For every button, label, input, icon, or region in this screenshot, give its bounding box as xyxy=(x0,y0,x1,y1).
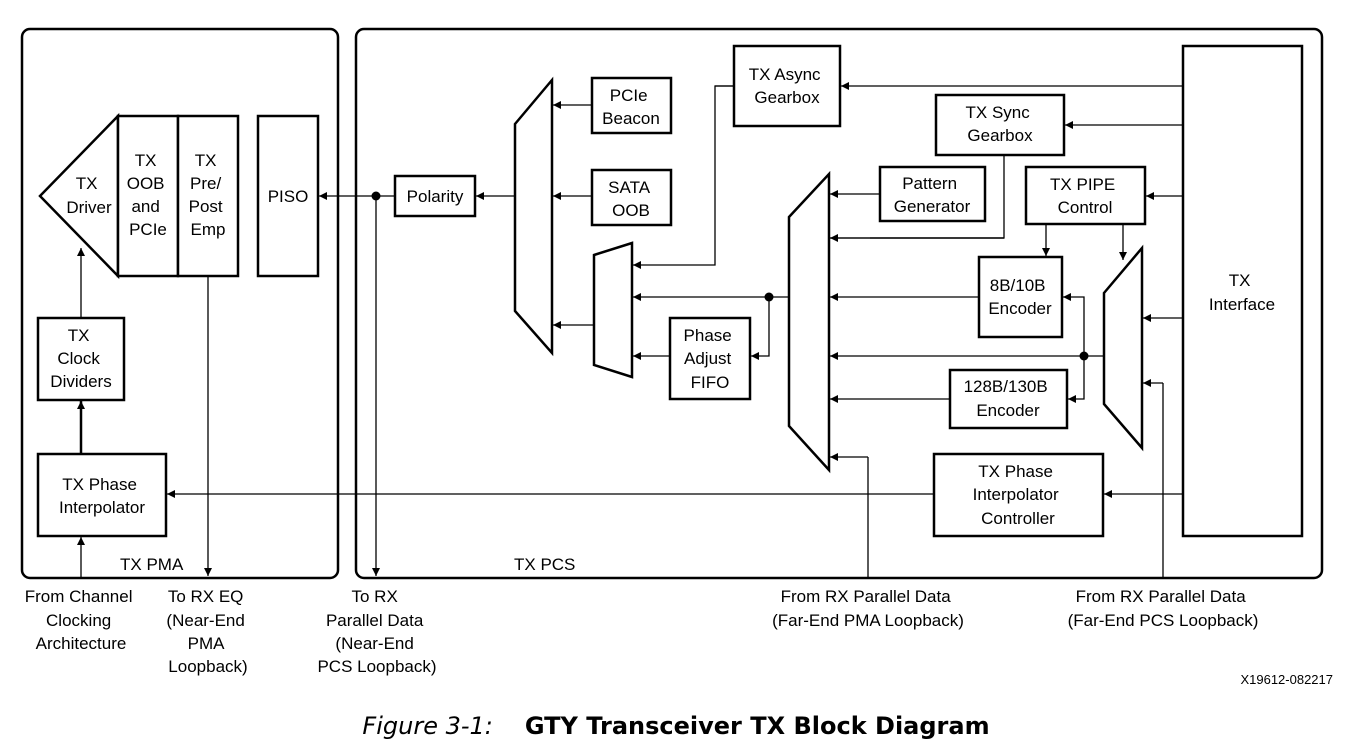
encoder-128b130b-label: 128B/130B Encoder xyxy=(964,377,1053,420)
tx-pipe-control-label: TX PIPE Control xyxy=(1050,175,1120,217)
tx-pre-post-emp-label: TX Pre/ Post Emp xyxy=(189,151,228,239)
tx-driver-block xyxy=(38,112,120,280)
tx-pi-controller-label: TX Phase Interpolator Controller xyxy=(973,462,1064,528)
tx-interface-label: TX Interface xyxy=(1209,271,1275,314)
to-rx-parallel-data-label: To RX Parallel Data (Near-End PCS Loopba… xyxy=(317,587,436,676)
tx-clock-dividers-label: TX Clock Dividers xyxy=(50,326,111,391)
polarity-block xyxy=(393,174,477,218)
from-channel-clocking-label: From Channel Clocking Architecture xyxy=(25,587,137,653)
figure-label: Figure 3-1: xyxy=(362,712,493,740)
piso-block xyxy=(256,114,320,278)
tx-clock-dividers-block xyxy=(36,316,126,402)
pma-frame xyxy=(20,27,340,580)
encoder-8b10b-block xyxy=(977,255,1064,339)
figure-title: GTY Transceiver TX Block Diagram xyxy=(524,712,990,740)
tx-phase-interpolator-block xyxy=(36,452,168,538)
piso-label: PISO xyxy=(268,187,309,206)
pcs-frame xyxy=(354,27,1324,580)
tx-pre-post-emp-block xyxy=(176,114,240,278)
from-rx-far-pcs-label: From RX Parallel Data (Far-End PCS Loopb… xyxy=(1068,587,1259,630)
phase-adjust-fifo-block xyxy=(668,316,752,401)
pcs-section-label: TX PCS xyxy=(514,555,575,574)
encoder-8b10b-label: 8B/10B Encoder xyxy=(988,276,1052,318)
polarity-label: Polarity xyxy=(407,187,464,206)
signal-lines xyxy=(77,82,1183,578)
tx-pi-controller-block xyxy=(932,452,1105,538)
to-rx-eq-label: To RX EQ (Near-End PMA Loopback) xyxy=(166,587,249,676)
sata-oob-block xyxy=(590,168,673,227)
encoder-select-mux xyxy=(1102,244,1144,452)
tx-pipe-control-block xyxy=(1024,165,1147,226)
pattern-generator-label: Pattern Generator xyxy=(894,174,971,216)
gearbox-select-mux xyxy=(592,241,634,379)
data-source-mux xyxy=(787,170,831,474)
output-mux xyxy=(513,76,554,357)
tx-sync-gearbox-label: TX Sync Gearbox xyxy=(966,103,1035,145)
tx-oob-pcie-label: TX OOB and PCIe xyxy=(127,151,170,239)
pcie-beacon-label: PCIe Beacon xyxy=(602,86,660,128)
pma-section-label: TX PMA xyxy=(120,555,184,574)
tx-interface-block xyxy=(1181,44,1304,538)
from-rx-far-pma-label: From RX Parallel Data (Far-End PMA Loopb… xyxy=(772,587,964,630)
sata-oob-label: SATA OOB xyxy=(608,178,654,220)
tx-phase-interpolator-label: TX Phase Interpolator xyxy=(59,475,145,517)
tx-async-gearbox-block xyxy=(732,44,842,128)
figure-caption: Figure 3-1: GTY Transceiver TX Block Dia… xyxy=(0,712,1352,740)
tx-block-diagram: TX PMA TX PCS TX Driver TX OOB and PCIe … xyxy=(20,27,1333,687)
tx-oob-pcie-block xyxy=(116,114,180,278)
tx-driver-label: TX Driver xyxy=(66,174,112,217)
figure-id: X19612-082217 xyxy=(1240,672,1333,687)
tx-async-gearbox-label: TX Async Gearbox xyxy=(749,65,826,107)
tx-sync-gearbox-block xyxy=(934,93,1066,157)
phase-adjust-fifo-label: Phase Adjust FIFO xyxy=(684,326,737,392)
pcie-beacon-block xyxy=(590,76,673,135)
